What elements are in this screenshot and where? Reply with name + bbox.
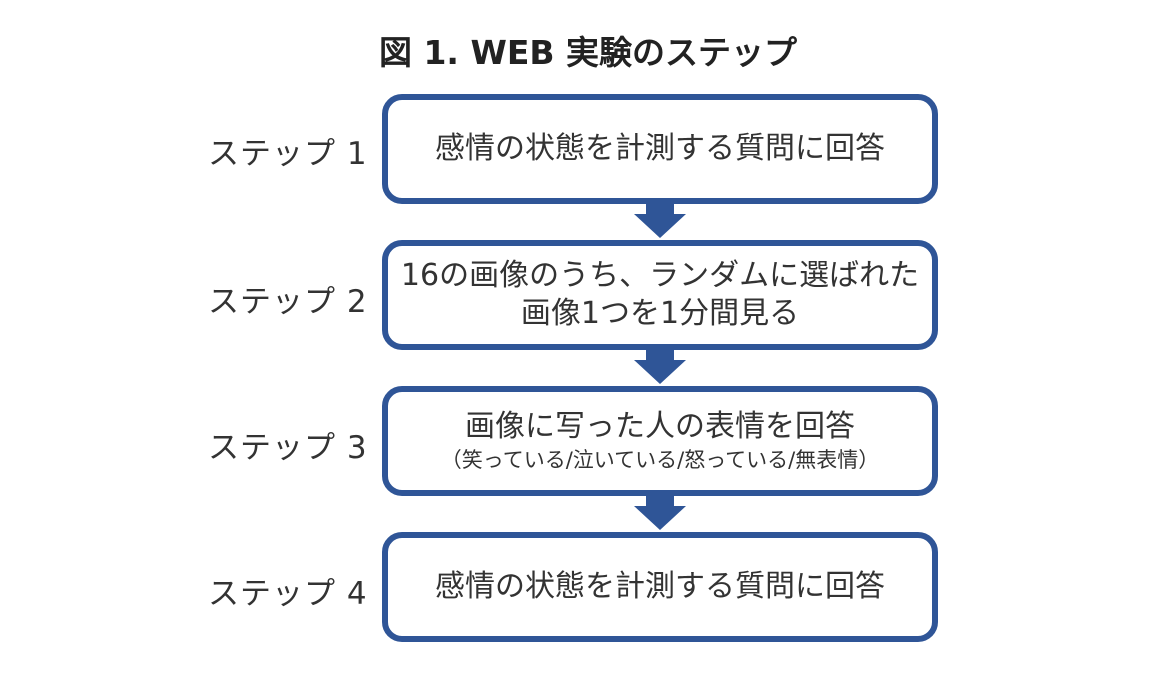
step-3-subtext: （笑っている/泣いている/怒っている/無表情） [440, 448, 880, 472]
step-label-3: ステップ 3 [208, 430, 368, 466]
figure-title: 図 1. WEB 実験のステップ [378, 33, 798, 72]
step-2-text-line-2: 画像1つを1分間見る [520, 296, 800, 331]
arrow-down-icon [634, 494, 686, 530]
arrow-down-icon [634, 348, 686, 384]
step-label-2: ステップ 2 [208, 284, 368, 320]
step-3-text: 画像に写った人の表情を回答 [465, 409, 855, 444]
step-label-4: ステップ 4 [208, 576, 368, 612]
step-label-1: ステップ 1 [208, 136, 368, 172]
step-box-2: 16の画像のうち、ランダムに選ばれた 画像1つを1分間見る [382, 240, 938, 350]
step-box-3: 画像に写った人の表情を回答 （笑っている/泣いている/怒っている/無表情） [382, 386, 938, 496]
step-4-text: 感情の状態を計測する質問に回答 [435, 569, 885, 604]
step-1-text: 感情の状態を計測する質問に回答 [435, 131, 885, 166]
step-2-text-line-1: 16の画像のうち、ランダムに選ばれた [400, 258, 920, 293]
step-box-1: 感情の状態を計測する質問に回答 [382, 94, 938, 204]
step-box-4: 感情の状態を計測する質問に回答 [382, 532, 938, 642]
arrow-down-icon [634, 202, 686, 238]
